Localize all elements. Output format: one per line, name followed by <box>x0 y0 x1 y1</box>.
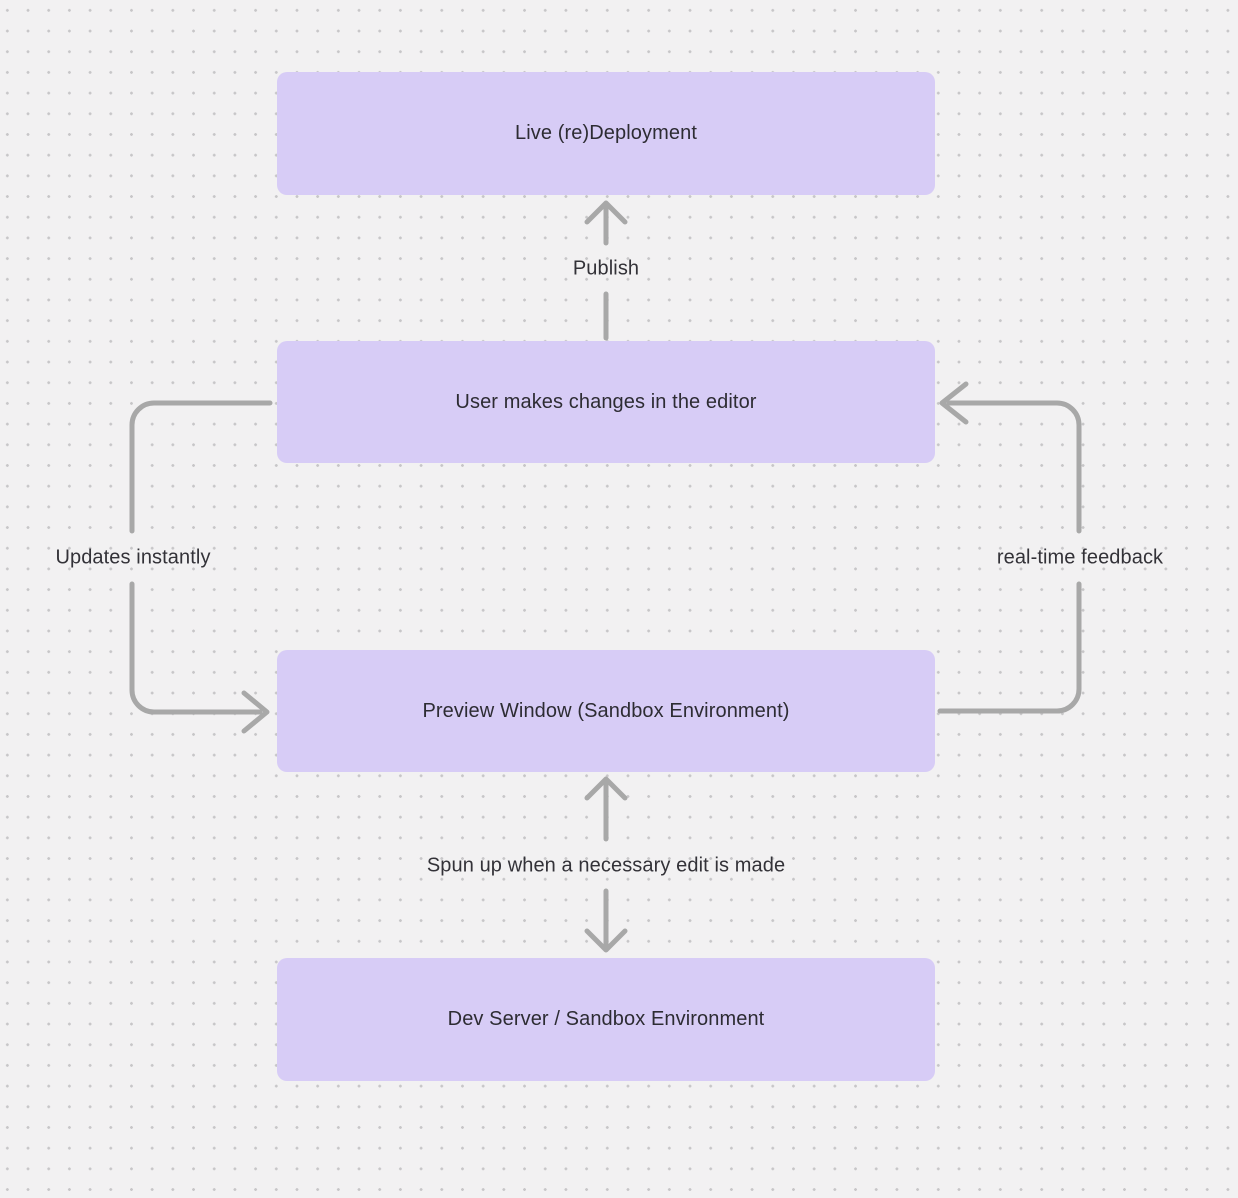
edge-line <box>129 400 273 534</box>
node-dev-server[interactable]: Dev Server / Sandbox Environment <box>277 958 935 1081</box>
edge-publish <box>584 200 628 341</box>
edge-label-spun-up: Spun up when a necessary edit is made <box>426 854 786 877</box>
node-label: Dev Server / Sandbox Environment <box>447 1008 765 1030</box>
arrowhead-up-icon <box>584 776 628 801</box>
node-label: User makes changes in the editor <box>455 390 757 413</box>
edge-line <box>937 581 1082 714</box>
edge-realtime-feedback <box>937 381 1082 714</box>
node-label: Live (re)Deployment <box>515 122 697 144</box>
arrowhead-left-icon <box>939 381 969 425</box>
arrowhead-down-icon <box>584 928 628 953</box>
edge-label-realtime-feedback: real-time feedback <box>996 546 1164 569</box>
edge-label-publish: Publish <box>572 257 640 280</box>
arrowhead-up-icon <box>584 200 628 225</box>
node-user-editor[interactable]: User makes changes in the editor <box>277 341 935 463</box>
node-live-redeployment[interactable]: Live (re)Deployment <box>277 72 935 195</box>
edge-label-updates-instantly: Updates instantly <box>55 546 211 569</box>
node-preview-window[interactable]: Preview Window (Sandbox Environment) <box>277 650 935 772</box>
node-label: Preview Window (Sandbox Environment) <box>422 699 790 722</box>
edge-updates-instantly <box>129 400 273 734</box>
edge-line <box>946 400 1082 534</box>
edge-spun-up <box>584 776 628 953</box>
edge-line <box>129 581 263 715</box>
arrowhead-right-icon <box>241 690 270 734</box>
